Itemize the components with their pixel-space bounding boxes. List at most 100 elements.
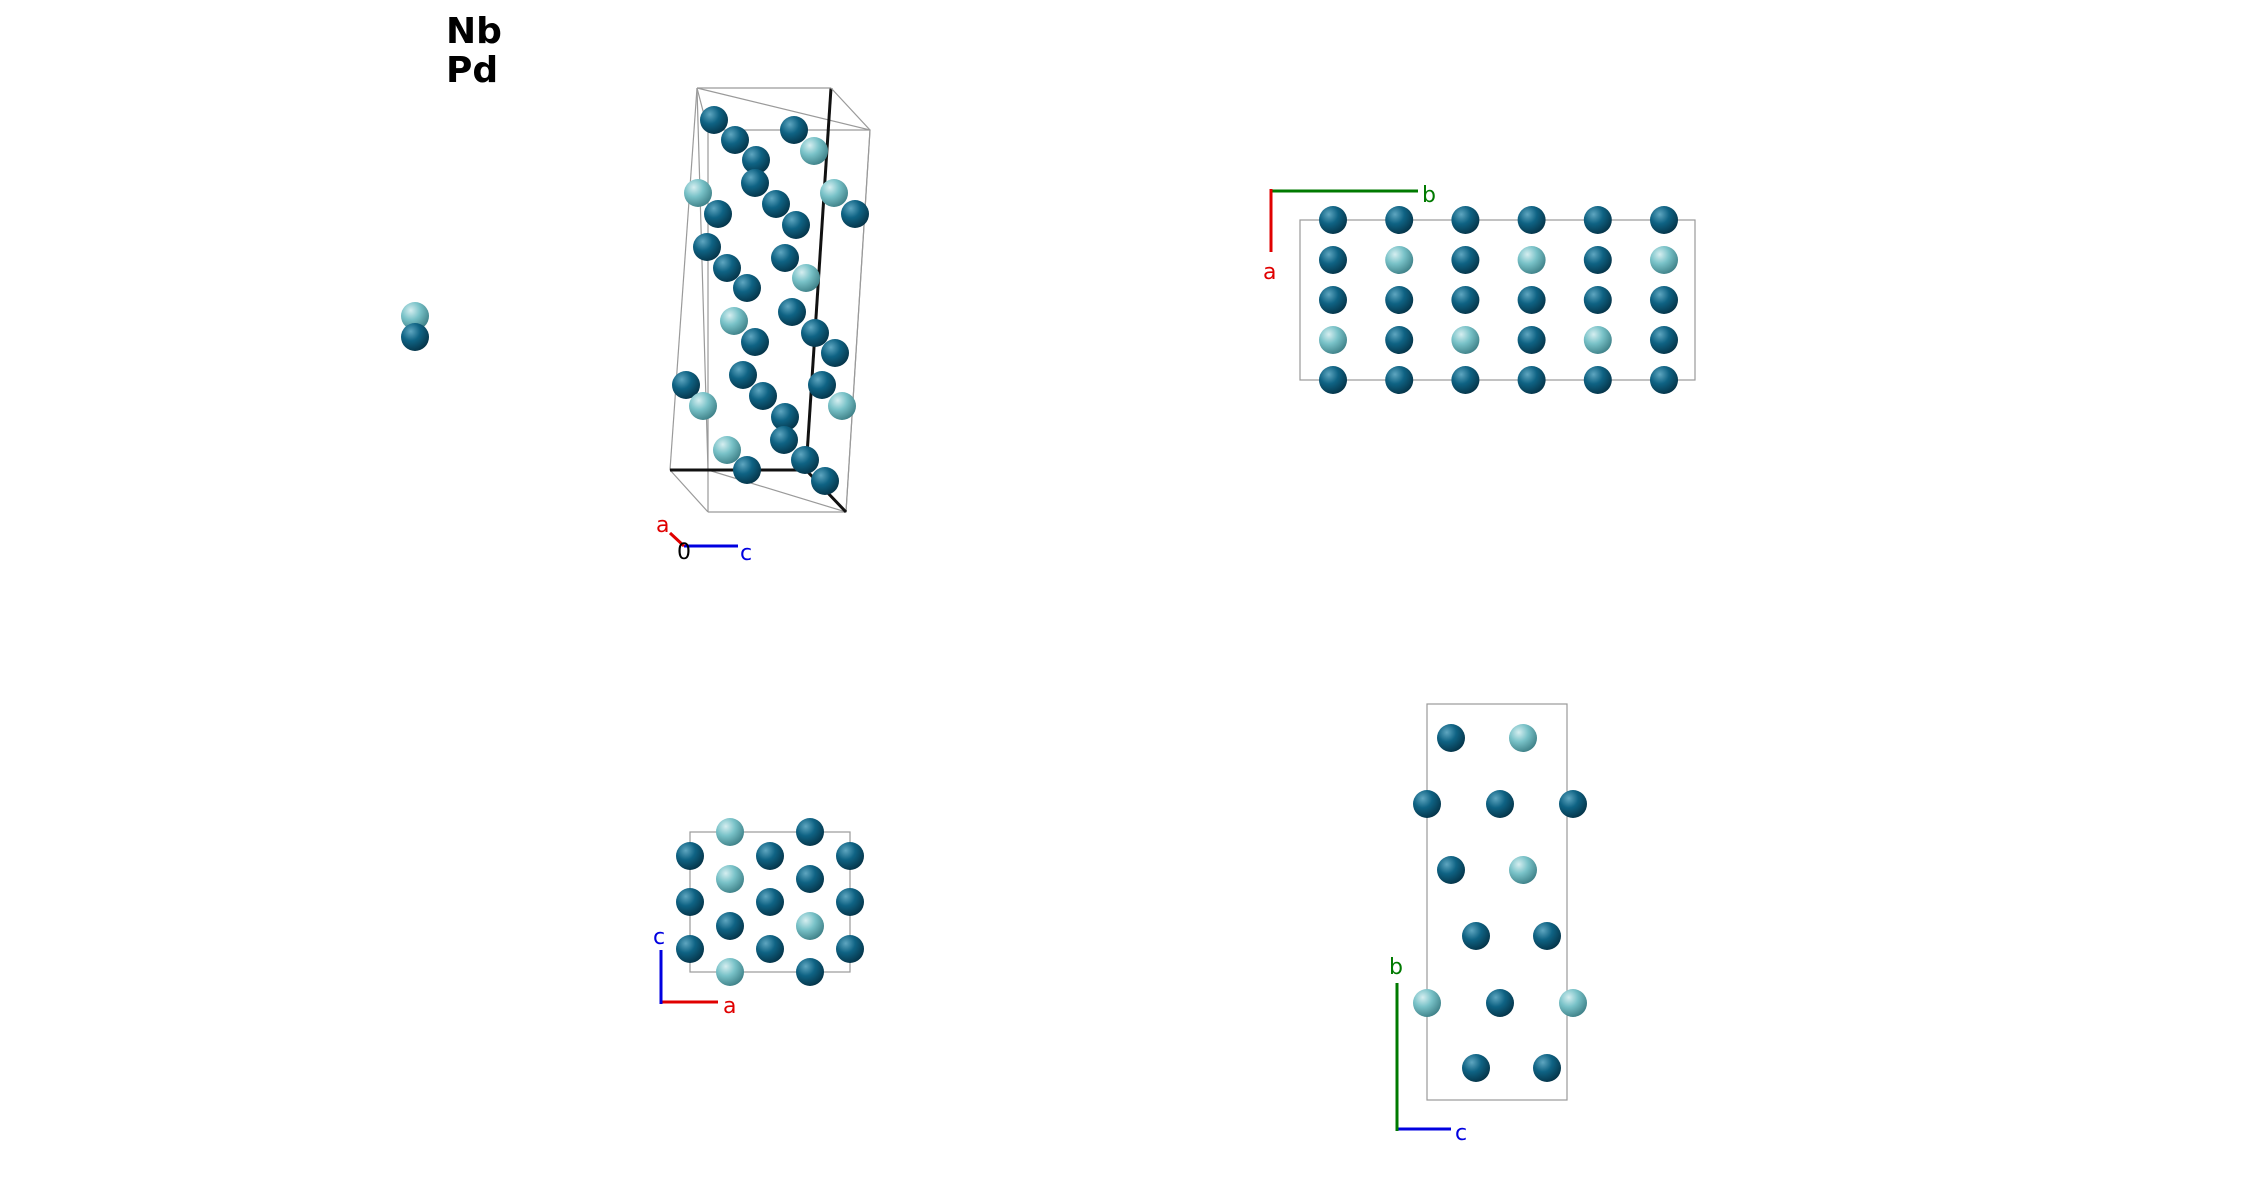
axis-b-label: b [1389, 955, 1403, 980]
nb-atom [1413, 790, 1441, 818]
nb-atom [401, 323, 429, 351]
nb-atom [1385, 366, 1414, 394]
pd-atom [716, 818, 744, 846]
nb-atom [1486, 989, 1514, 1017]
nb-atom [716, 912, 744, 940]
unit-cell-outline [1426, 703, 1568, 1101]
nb-atom [713, 254, 741, 282]
pd-atom [720, 307, 748, 335]
pd-atom [820, 179, 848, 207]
nb-atom [1650, 286, 1678, 314]
nb-atom [676, 842, 704, 870]
legend-nb-label: Nb [446, 11, 502, 52]
cell-edge [669, 469, 709, 513]
pd-atom [796, 912, 824, 940]
pd-atom [713, 436, 741, 464]
nb-atom [796, 865, 824, 893]
nb-atom [1650, 206, 1678, 234]
nb-atom [770, 426, 798, 454]
perspective-axes: a c 0 [656, 513, 752, 566]
nb-atom [1583, 366, 1612, 394]
nb-atom [741, 169, 769, 197]
nb-atom [741, 328, 769, 356]
nb-atom [1559, 790, 1587, 818]
nb-atom [841, 200, 869, 228]
nb-atom [1451, 286, 1480, 314]
axis-a-line [668, 531, 686, 548]
pd-atom [401, 302, 429, 330]
nb-atom [1437, 724, 1465, 752]
nb-atom [676, 935, 704, 963]
nb-atom [1533, 922, 1561, 950]
nb-atom [796, 958, 824, 986]
view-a-axes: b c [1389, 955, 1467, 1146]
nb-atom [742, 146, 770, 174]
nb-atom [811, 467, 839, 495]
nb-atom [756, 935, 784, 963]
nb-atom [801, 319, 829, 347]
nb-atom [1451, 246, 1480, 274]
pd-atom [1583, 326, 1612, 354]
nb-atom [1583, 286, 1612, 314]
nb-atom [733, 456, 761, 484]
pd-atom [1451, 326, 1480, 354]
nb-atom [1486, 790, 1514, 818]
axis-a-label: a [723, 994, 736, 1019]
nb-atom [1385, 206, 1414, 234]
axis-a-label: a [656, 513, 669, 538]
axis-b-label: b [1422, 183, 1436, 208]
nb-atom [756, 888, 784, 916]
legend-atom-cluster [401, 302, 429, 351]
view-along-c: b a [1263, 183, 1696, 394]
nb-atom [1462, 922, 1490, 950]
nb-atom [836, 888, 864, 916]
view-along-a: b c [1389, 703, 1587, 1146]
pd-atom [1559, 989, 1587, 1017]
axis-c-label: c [740, 541, 752, 566]
cell-edge [830, 87, 871, 131]
nb-atom [1517, 326, 1546, 354]
nb-atom [676, 888, 704, 916]
axis-c-label: c [1455, 1121, 1467, 1146]
nb-atom [791, 446, 819, 474]
pd-atom [689, 392, 717, 420]
nb-atom [778, 298, 806, 326]
nb-atom [1437, 856, 1465, 884]
nb-atom [780, 116, 808, 144]
nb-atom [756, 842, 784, 870]
axis-origin-label: 0 [677, 540, 691, 565]
nb-atom [733, 274, 761, 302]
nb-atom [796, 818, 824, 846]
nb-atom [762, 190, 790, 218]
nb-atom [1517, 286, 1546, 314]
pd-atom [716, 865, 744, 893]
view-a-atoms [1413, 724, 1587, 1082]
nb-atom [749, 382, 777, 410]
axis-c-label: c [653, 925, 665, 950]
perspective-unit-cell [669, 87, 871, 514]
nb-atom [1517, 206, 1546, 234]
nb-atom [1319, 206, 1347, 234]
pd-atom [684, 179, 712, 207]
nb-atom [729, 361, 757, 389]
axis-a-label: a [1263, 260, 1276, 285]
view-along-b: c a [653, 818, 864, 1019]
nb-atom [836, 842, 864, 870]
legend-pd-label: Pd [446, 50, 498, 91]
pd-atom [1509, 856, 1537, 884]
pd-atom [716, 958, 744, 986]
nb-atom [1319, 286, 1347, 314]
view-b-axes: c a [653, 925, 736, 1019]
cell-edge [845, 129, 871, 513]
nb-atom [1650, 366, 1678, 394]
nb-atom [721, 126, 749, 154]
pd-atom [1319, 326, 1347, 354]
pd-atom [1509, 724, 1537, 752]
element-legend: Nb Pd [446, 11, 502, 91]
nb-atom [1385, 286, 1414, 314]
nb-atom [836, 935, 864, 963]
nb-atom [1583, 206, 1612, 234]
view-c-atoms [1319, 206, 1678, 394]
nb-atom [1462, 1054, 1490, 1082]
